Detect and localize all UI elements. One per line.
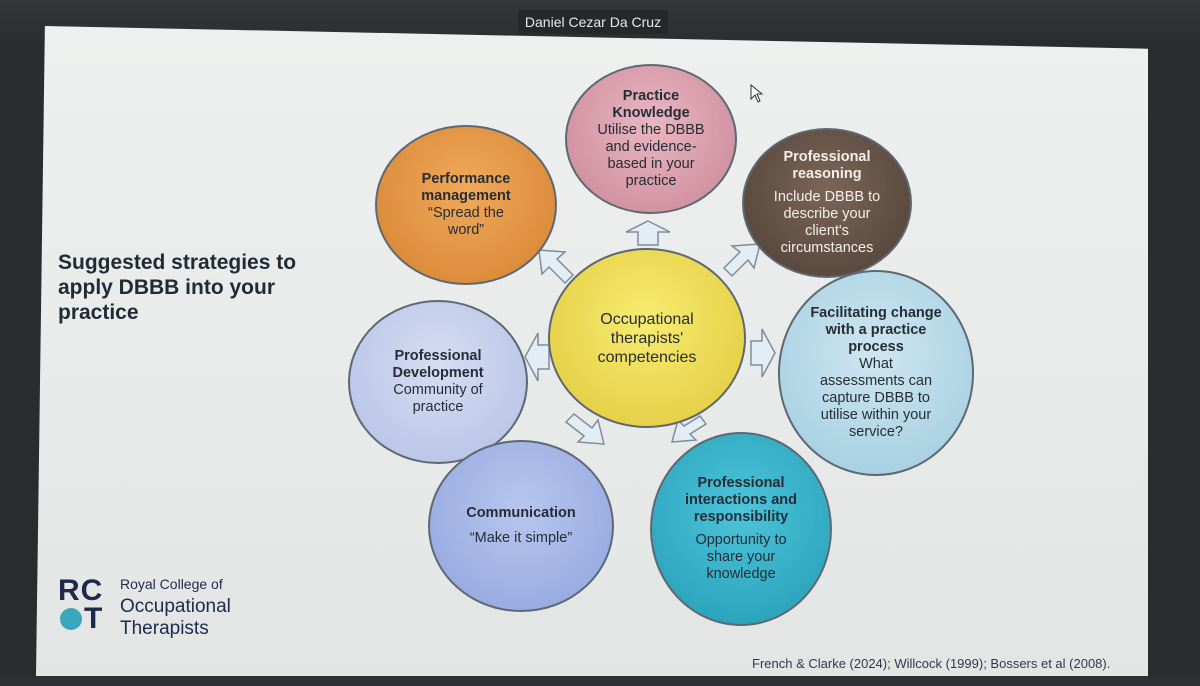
arrow-left-icon (524, 332, 550, 382)
facilitating-change-body: What assessments can capture DBBB to uti… (819, 356, 933, 440)
center-competencies-circle: Occupational therapists' competencies (548, 248, 746, 428)
logo-line-1: Royal College of (120, 576, 223, 592)
professional-reasoning-body: Include DBBB to describe your client's c… (773, 189, 881, 256)
communication-body: “Make it simple” (469, 530, 573, 546)
arrow-up-icon (625, 220, 671, 246)
communication-circle: Communication “Make it simple” (428, 440, 614, 612)
professional-development-heading: Professional Development (392, 348, 484, 381)
professional-interactions-circle: Professional interactions and responsibi… (650, 432, 832, 626)
facilitating-change-heading: Facilitating change with a practice proc… (810, 305, 942, 355)
logo-line-3: Therapists (120, 618, 209, 639)
arrow-up-left-icon (538, 249, 575, 285)
professional-reasoning-circle: Professional reasoning Include DBBB to d… (742, 128, 912, 278)
communication-heading: Communication (466, 505, 576, 521)
professional-development-body: Community of practice (393, 382, 483, 415)
logo-line-2: Occupational (120, 596, 231, 617)
facilitating-change-circle: Facilitating change with a practice proc… (778, 270, 974, 476)
slide-title: Suggested strategies to apply DBBB into … (58, 251, 297, 324)
taskbar-strip (0, 676, 1200, 686)
performance-management-circle: Performance management “Spread the word” (375, 125, 557, 285)
logo-dot-icon (60, 608, 82, 630)
arrow-up-right-icon (722, 243, 761, 278)
professional-development-circle: Professional Development Community of pr… (348, 300, 528, 464)
rcot-logo: RC T Royal College of Occupational Thera… (58, 574, 298, 644)
participant-name-label: Daniel Cezar Da Cruz (518, 10, 668, 34)
practice-knowledge-heading: Practice Knowledge (612, 88, 690, 121)
arrow-right-icon (750, 328, 776, 378)
professional-reasoning-heading: Professional reasoning (783, 149, 871, 182)
professional-interactions-body: Opportunity to share your knowledge (695, 532, 787, 582)
center-competencies-label: Occupational therapists' competencies (597, 310, 697, 366)
arrow-down-left-icon (564, 413, 605, 445)
performance-management-body: “Spread the word” (428, 205, 504, 238)
performance-management-heading: Performance management (421, 171, 511, 204)
logo-abbr-top: RC (58, 574, 104, 607)
slide-citation: French & Clarke (2024); Willcock (1999);… (752, 656, 1111, 671)
practice-knowledge-circle: Practice Knowledge Utilise the DBBB and … (565, 64, 737, 214)
professional-interactions-heading: Professional interactions and responsibi… (685, 475, 797, 525)
mouse-cursor-icon (750, 84, 764, 103)
practice-knowledge-body: Utilise the DBBB and evidence-based in y… (597, 122, 705, 189)
logo-abbr-bottom: T (84, 602, 103, 635)
